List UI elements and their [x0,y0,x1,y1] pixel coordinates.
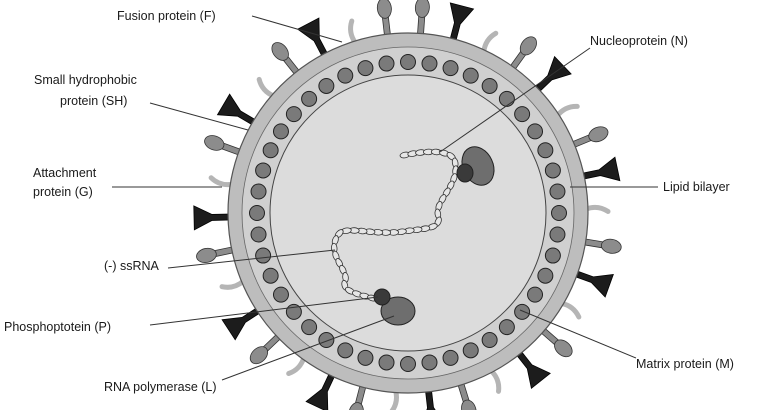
matrix-protein-bead [256,163,271,178]
attachment-spike-shape [194,205,231,230]
matrix-protein-bead [379,355,394,370]
label-nucleoprotein: Nucleoprotein (N) [590,34,688,48]
matrix-protein-bead [550,184,565,199]
matrix-protein-bead [499,91,514,106]
matrix-protein-bead [338,343,353,358]
label-rna-polymerase: RNA polymerase (L) [104,380,217,394]
matrix-protein-bead [273,124,288,139]
fusion-spike-head [376,0,392,19]
label-lipid-bilayer: Lipid bilayer [663,180,730,194]
matrix-protein-bead [499,320,514,335]
matrix-protein-bead [552,206,567,221]
matrix-protein-bead [528,124,543,139]
label-small-hydrophobic-line2: protein (SH) [60,94,127,108]
sh-spike-shape [210,178,232,186]
matrix-protein-bead [273,287,288,302]
matrix-protein-bead [256,248,271,263]
matrix-protein-bead [250,206,265,221]
matrix-protein-bead [263,268,278,283]
matrix-protein-bead [550,227,565,242]
fusion-spike-head [347,401,366,410]
phosphoprotein-blob-upper [457,164,473,182]
matrix-protein-bead [528,287,543,302]
label-phosphoprotein: Phosphoptotein (P) [4,320,111,334]
matrix-protein-bead [538,143,553,158]
matrix-protein-bead [545,163,560,178]
small-hydrophobic-spike [586,207,608,212]
matrix-protein-bead [319,78,334,93]
matrix-protein-bead [538,268,553,283]
label-fusion-protein: Fusion protein (F) [117,9,216,23]
fusion-protein-spike [413,0,430,38]
matrix-protein-bead [482,333,497,348]
matrix-protein-bead [515,304,530,319]
fusion-spike-head [415,0,430,18]
attachment-protein-spike [194,205,231,230]
matrix-protein-bead [338,68,353,83]
label-attachment-line2: protein (G) [33,185,93,199]
matrix-protein-bead [358,61,373,76]
matrix-protein-bead [443,350,458,365]
matrix-protein-bead [401,357,416,372]
sh-spike-shape [391,390,397,410]
matrix-protein-bead [263,143,278,158]
matrix-protein-bead [515,107,530,122]
matrix-protein-bead [302,91,317,106]
small-hydrophobic-spike [210,178,232,186]
fusion-spike-head [600,238,622,255]
label-ssrna: (-) ssRNA [104,259,160,273]
matrix-protein-bead [463,68,478,83]
fusion-spike-head [586,124,610,145]
matrix-protein-bead [319,333,334,348]
fusion-spike-head [195,247,217,265]
matrix-protein-bead [251,227,266,242]
label-small-hydrophobic-line1: Small hydrophobic [34,73,137,87]
matrix-protein-bead [379,56,394,71]
fusion-spike-head [459,398,478,410]
fusion-spike-head [202,133,226,153]
sh-spike-shape [586,207,608,212]
matrix-protein-bead [286,107,301,122]
label-attachment-line1: Attachment [33,166,97,180]
matrix-protein-bead [482,78,497,93]
matrix-protein-bead [463,343,478,358]
matrix-protein-bead [422,56,437,71]
small-hydrophobic-spike [391,390,397,410]
matrix-protein-bead [401,55,416,70]
leader-fusion [252,16,342,42]
matrix-protein-bead [302,320,317,335]
label-matrix-protein: Matrix protein (M) [636,357,734,371]
matrix-protein-bead [251,184,266,199]
matrix-protein-bead [358,350,373,365]
matrix-protein-bead [545,248,560,263]
matrix-protein-bead [443,61,458,76]
matrix-protein-bead [422,355,437,370]
